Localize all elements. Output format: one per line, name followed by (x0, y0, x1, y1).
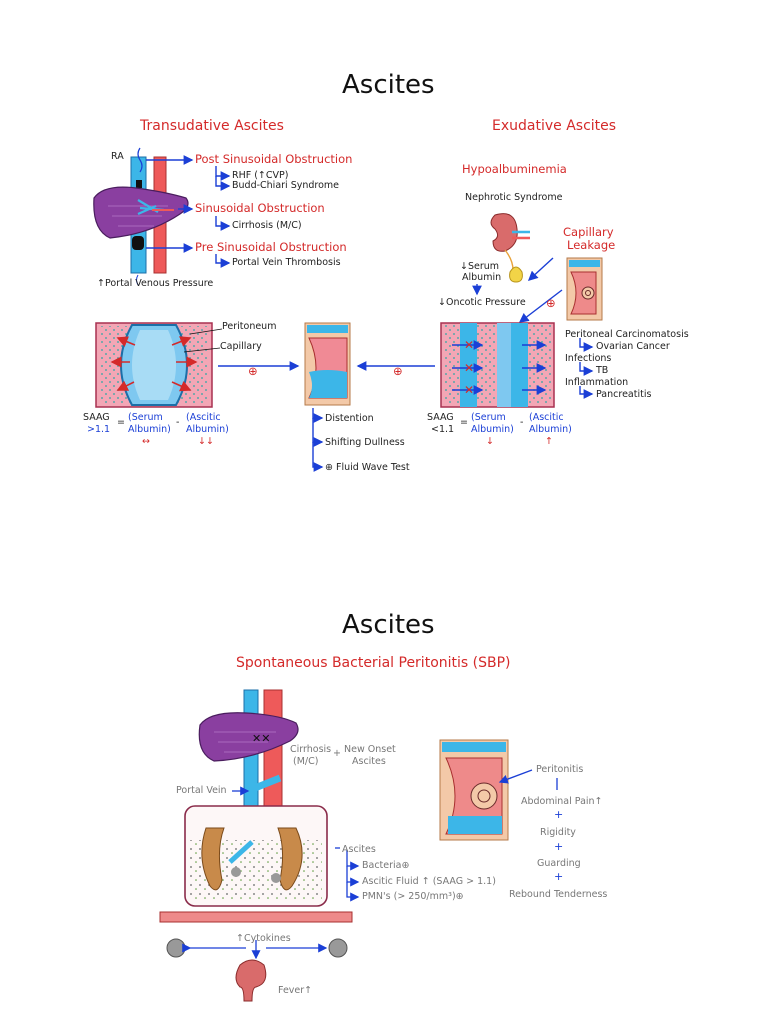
peritoneal-carcinomatosis-label: Peritoneal Carcinomatosis (565, 329, 689, 340)
saag-left-serum-2: Albumin) (128, 424, 171, 435)
exudative-arrows (472, 257, 594, 399)
rebound-label: Rebound Tenderness (509, 889, 608, 900)
saag-right-value: <1.1 (431, 424, 455, 435)
budd-chiari-label: Budd-Chiari Syndrome (232, 180, 340, 191)
leak-arrows-left (110, 336, 198, 392)
sbp-cirrhosis-label: Cirrhosis (290, 744, 332, 755)
abdominal-pain-label: Abdominal Pain↑ (521, 796, 603, 807)
svg-text:✕: ✕ (464, 338, 474, 352)
saag-left-serum-change: ↔ (142, 436, 150, 447)
sbp-liver-image: ✕✕ (198, 712, 299, 762)
ascitic-fluid-label: Ascitic Fluid ↑ (SAAG > 1.1) (362, 876, 496, 887)
hypoalbuminemia-label: Hypoalbuminemia (462, 162, 567, 176)
rigidity-label: Rigidity (540, 827, 576, 838)
kidney-image (490, 213, 530, 283)
infections-label: Infections (565, 353, 612, 364)
saag-right-label: SAAG (427, 412, 454, 423)
saag-right-serum-change: ↓ (486, 436, 494, 447)
plus-sign-right: ⊕ (393, 364, 403, 378)
saag-right-serum-2: Albumin) (471, 424, 514, 435)
shifting-dullness-label: Shifting Dullness (325, 437, 405, 448)
distention-label: Distention (325, 413, 374, 424)
rhf-label: RHF (↑CVP) (232, 170, 289, 181)
sbp-ascites-label: Ascites (342, 844, 376, 855)
saag-left-serum-1: (Serum (128, 412, 163, 423)
peritonitis-label: Peritonitis (536, 764, 584, 775)
sbp-cirrhosis-mc: (M/C) (293, 756, 319, 767)
capillary-label: Capillary (220, 341, 262, 352)
plus-sign-leak: ⊕ (546, 296, 556, 310)
plus-sign-left: ⊕ (248, 364, 258, 378)
serum-albumin-line1: ↓Serum (460, 261, 500, 272)
svg-text:✕✕: ✕✕ (252, 732, 270, 745)
guarding-label: Guarding (537, 858, 581, 869)
tb-label: TB (596, 365, 609, 376)
transudative-heading: Transudative Ascites (140, 118, 284, 134)
fever-label: Fever↑ (278, 985, 313, 996)
sbp-plus: + (333, 748, 341, 759)
transudative-arrows (146, 155, 231, 268)
pancreatitis-label: Pancreatitis (596, 389, 652, 400)
saag-left-ascitic-1: (Ascitic (186, 412, 221, 423)
new-onset-line2: Ascites (352, 756, 386, 767)
saag-left-equals: = (117, 417, 125, 428)
saag-right-ascitic-2: Albumin) (529, 424, 572, 435)
portal-vein-thrombosis-label: Portal Vein Thrombosis (232, 257, 341, 268)
saag-left-ascitic-2: Albumin) (186, 424, 229, 435)
pre-sinusoidal-label: Pre Sinusoidal Obstruction (195, 240, 347, 254)
svg-text:+: + (554, 870, 563, 883)
capillary-leakage-line1: Capillary (563, 225, 614, 239)
svg-text:+: + (554, 840, 563, 853)
cirrhosis-label: Cirrhosis (M/C) (232, 220, 302, 231)
saag-right-minus: - (520, 417, 524, 428)
saag-right-serum-1: (Serum (471, 412, 506, 423)
panel2-title: Ascites (342, 610, 435, 640)
svg-text:✕: ✕ (464, 383, 474, 397)
saag-left-ascitic-change: ↓↓ (198, 436, 214, 447)
sbp-heading: Spontaneous Bacterial Peritonitis (SBP) (236, 655, 511, 671)
saag-left-label: SAAG (83, 412, 110, 423)
bacteria-label: Bacteria⊕ (362, 860, 410, 871)
ra-label: RA (111, 151, 124, 162)
liver-image (93, 186, 189, 239)
capillary-leakage-line2: Leakage (567, 238, 616, 252)
svg-text:✕: ✕ (464, 361, 474, 375)
post-sinusoidal-label: Post Sinusoidal Obstruction (195, 152, 353, 166)
exudative-heading: Exudative Ascites (492, 118, 617, 134)
portal-vein-label: Portal Vein (176, 785, 227, 796)
sbp-section-image (439, 739, 509, 841)
saag-right-ascitic-1: (Ascitic (529, 412, 564, 423)
fluid-wave-label: ⊕ Fluid Wave Test (325, 462, 410, 473)
new-onset-line1: New Onset (344, 744, 396, 755)
peritoneum-label: Peritoneum (222, 321, 277, 332)
saag-left-minus: - (176, 417, 180, 428)
serum-albumin-line2: Albumin (462, 272, 502, 283)
abdomen-image (304, 322, 351, 406)
svg-text:+: + (554, 808, 563, 821)
saag-left-value: >1.1 (87, 424, 111, 435)
nephrotic-label: Nephrotic Syndrome (465, 192, 563, 203)
leak-arrows-right (452, 340, 547, 395)
sbp-abdomen-image (159, 805, 353, 1002)
transudative-capillary-box (95, 322, 213, 408)
oncotic-pressure-label: ↓Oncotic Pressure (438, 297, 526, 308)
exudative-capillary-box (440, 322, 555, 408)
panel1-title: Ascites (342, 70, 435, 100)
pmns-label: PMN's (> 250/mm³)⊕ (362, 891, 464, 902)
sinusoidal-label: Sinusoidal Obstruction (195, 201, 325, 215)
ovarian-cancer-label: Ovarian Cancer (596, 341, 670, 352)
cytokines-label: ↑Cytokines (236, 933, 291, 944)
inflammation-label: Inflammation (565, 377, 629, 388)
saag-right-ascitic-change: ↑ (545, 436, 553, 447)
saag-right-equals: = (460, 417, 468, 428)
peritoneal-section-image (566, 257, 603, 321)
portal-venous-pressure-label: ↑Portal Venous Pressure (97, 278, 214, 289)
